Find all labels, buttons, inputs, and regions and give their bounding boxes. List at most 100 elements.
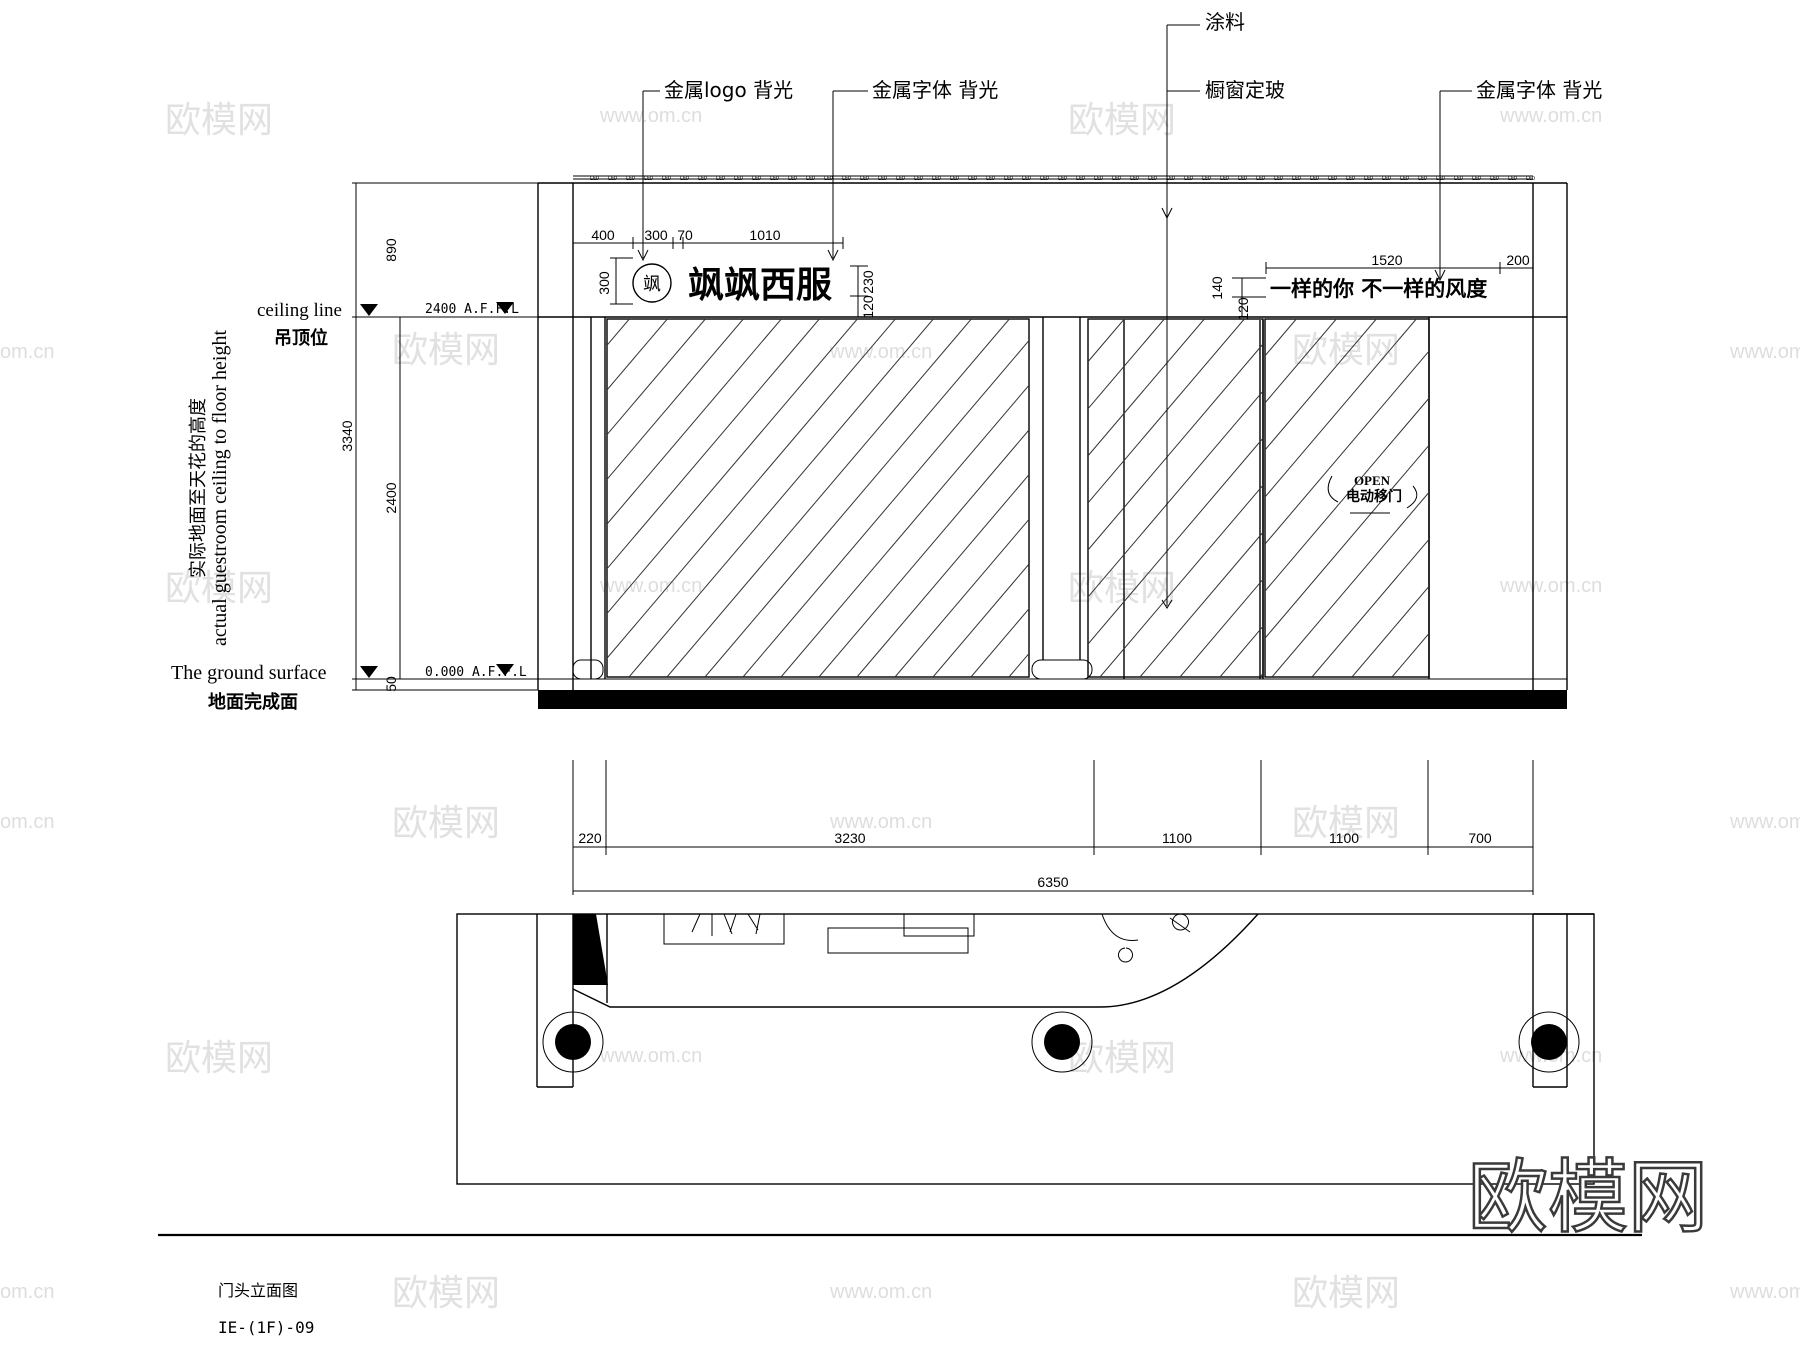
watermark-brand: 欧模网 <box>1068 1038 1176 1079</box>
led-label: LED <box>1130 176 1139 182</box>
led-label: LED <box>1508 176 1517 182</box>
glass-hatch-line <box>1088 319 1125 363</box>
glass-hatch-line <box>1179 578 1263 677</box>
plan-counter <box>827 927 969 954</box>
door-type-label: 电动移门 <box>1346 488 1402 505</box>
watermark-brand: 欧模网 <box>392 1273 500 1314</box>
logo-sign: 飒 飒飒西服 <box>632 263 832 306</box>
led-label: LED <box>914 176 923 182</box>
led-label: LED <box>1256 176 1265 182</box>
ground-affl: 0.000 A.F.F.L <box>425 665 527 680</box>
drawing-name: 门头立面图 <box>218 1281 298 1300</box>
glass-hatch-line <box>1088 437 1263 645</box>
watermark-brand: 欧模网 <box>1292 803 1400 844</box>
dim-slogan-width: 1520 <box>1371 252 1402 268</box>
plan-column-ring-left <box>542 1011 604 1073</box>
led-label: LED <box>1400 176 1409 182</box>
glass-hatch-line <box>607 319 668 391</box>
watermark-url-partial: om.cn <box>0 1281 54 1303</box>
callout-metal-font-left: 金属字体 背光 <box>872 78 998 102</box>
callout-window-glass: 橱窗定玻 <box>1205 78 1285 102</box>
glass-hatch-line <box>1099 484 1263 677</box>
watermark-url: www.om.cn <box>1499 105 1602 127</box>
logo-circle <box>632 263 672 303</box>
glass-hatch-line <box>740 319 1044 677</box>
led-label: LED <box>752 176 761 182</box>
glass-hatch-line <box>1620 319 1800 677</box>
watermark-brand: 欧模网 <box>1068 568 1176 609</box>
led-label: LED <box>1220 176 1229 182</box>
led-label: LED <box>842 176 851 182</box>
glass-hatch-line <box>607 319 744 481</box>
title-block: 门头立面图 IE-(1F)-09 <box>158 1233 1642 1337</box>
vertical-label-en: actual guestroom ceiling to floor height <box>209 330 231 646</box>
glass-hatch-line <box>952 319 1256 677</box>
led-label: LED <box>1166 176 1175 182</box>
glass-hatch-line <box>607 319 782 525</box>
ground-marker-right <box>496 664 514 676</box>
led-label: LED <box>644 176 653 182</box>
led-label: LED <box>1184 176 1193 182</box>
led-label: LED <box>1418 176 1427 182</box>
plan-outline <box>456 913 1595 1185</box>
glass-hatch-line <box>1540 319 1800 677</box>
led-label: LED <box>770 176 779 182</box>
watermark-url: www.om.cn <box>1729 1281 1800 1303</box>
led-label: LED <box>932 176 941 182</box>
led-label: LED <box>716 176 725 182</box>
watermark-url-partial: om.cn <box>0 341 54 363</box>
led-label: LED <box>950 176 959 182</box>
dim-bottom-4: 1100 <box>1329 830 1359 846</box>
glass-hatch-line <box>1088 319 1245 504</box>
glass-hatch-line <box>894 518 1029 677</box>
callout-paint: 涂料 <box>1205 10 1245 34</box>
logo-glyph: 飒 <box>643 274 661 295</box>
glass-hatch-line <box>912 319 1216 677</box>
led-label: LED <box>1364 176 1373 182</box>
led-label: LED <box>1436 176 1445 182</box>
watermark-brand: 欧模网 <box>392 330 500 371</box>
led-label: LED <box>1454 176 1463 182</box>
glass-hatch-line <box>970 607 1029 677</box>
floor-base <box>538 690 1567 709</box>
led-label: LED <box>968 176 977 182</box>
callout-metal-font-right: 金属字体 背光 <box>1476 78 1602 102</box>
watermark-url: www.om.cn <box>829 811 932 833</box>
ceiling-affl: 2400 A.F.F.L <box>425 302 519 317</box>
plan-plant-box <box>663 913 785 945</box>
slogan-text: 一样的你 不一样的风度 <box>1270 277 1487 301</box>
vertical-label-cn: 实际地面至天花的高度 <box>188 398 209 578</box>
led-label: LED <box>1490 176 1499 182</box>
watermark-brand: 欧模网 <box>1292 1273 1400 1314</box>
glass-hatch-line <box>287 319 591 677</box>
watermark-url: www.om.cn <box>1729 341 1800 363</box>
plan-counter-top <box>903 913 975 937</box>
glass-hatch-line <box>666 319 972 677</box>
led-label: LED <box>1526 176 1535 182</box>
watermark-url: www.om.cn <box>1499 575 1602 597</box>
dim-bottom-total: 6350 <box>1037 874 1068 890</box>
glass-hatch-line <box>1259 672 1263 677</box>
callout-metal-logo: 金属logo 背光 <box>664 78 793 102</box>
sliding-door-label: OPEN 电动移门 <box>1327 473 1418 514</box>
dim-2400: 2400 <box>383 482 399 513</box>
watermark-url: www.om.cn <box>599 575 702 597</box>
led-label: LED <box>1202 176 1211 182</box>
dim-logo-height: 300 <box>596 271 612 295</box>
glass-hatch-line <box>1552 319 1800 677</box>
dim-bottom-5: 700 <box>1468 830 1492 846</box>
led-label: LED <box>590 176 599 182</box>
led-strip: LED LED LED LED LED LED LED LED LED LED LED LED LED L… <box>573 175 1535 182</box>
glass-hatch-line <box>607 319 706 436</box>
led-label: LED <box>878 176 887 182</box>
sign-dimensions: 400 300 70 1010 300 230 120 1520 200 140… <box>572 227 1534 321</box>
drawing-code: IE-(1F)-09 <box>218 1318 314 1337</box>
plan-column-middle <box>1044 1024 1080 1060</box>
led-label: LED <box>986 176 995 182</box>
led-label: LED <box>1058 176 1067 182</box>
storefront-elevation: LED LED LED LED LED LED LED LED LED LED LED LED LED L… <box>287 175 1800 709</box>
glass-hatch-line <box>1380 319 1684 677</box>
ground-surface-label: The ground surface <box>171 662 327 684</box>
watermark-brand: 欧模网 <box>392 803 500 844</box>
